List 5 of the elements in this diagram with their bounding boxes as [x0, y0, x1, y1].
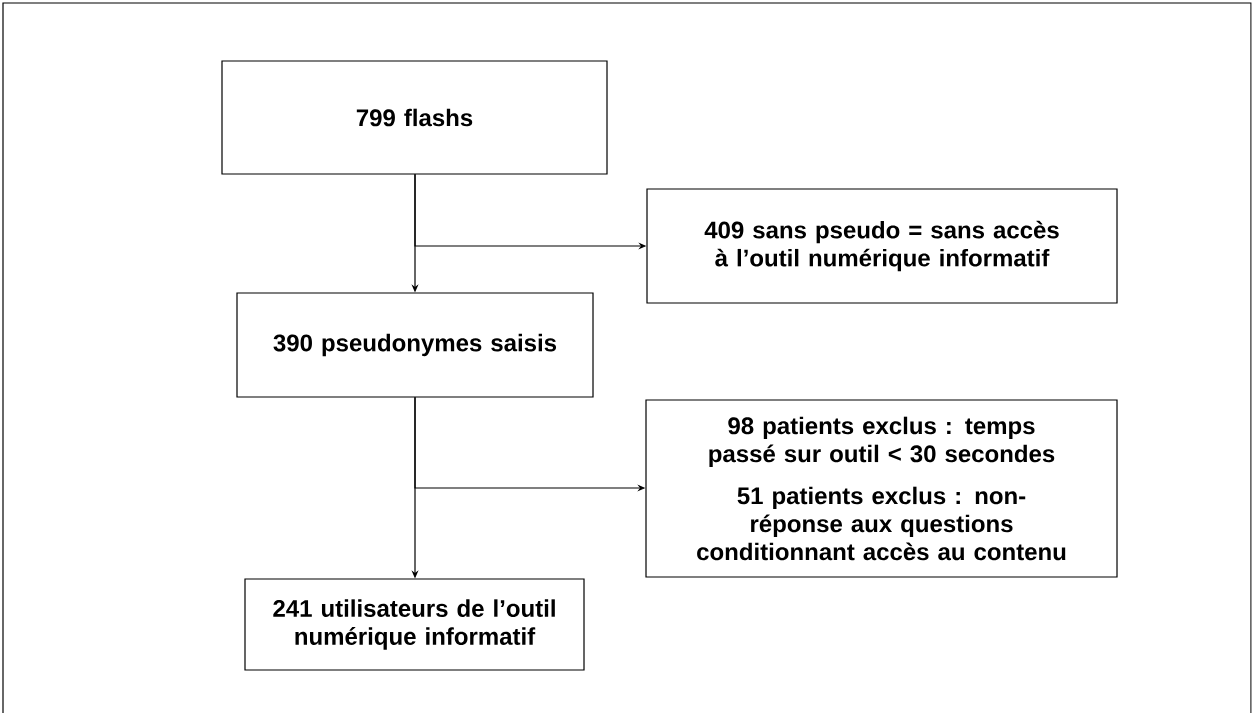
flow-box: 409 sans pseudo = sans accès à l’outil numérique informatif [646, 188, 1118, 304]
flow-box: 98 patients exclus : temps passé sur outil < 30 secondes 51 patients exclus : non-réponse aux questions conditionnant accès au contenu [645, 399, 1118, 578]
flow-box: 799 flashs [221, 60, 608, 175]
flow-box: 241 utilisateurs de l’outil numérique informatif [244, 578, 585, 671]
flow-box: 390 pseudonymes saisis [236, 292, 594, 398]
